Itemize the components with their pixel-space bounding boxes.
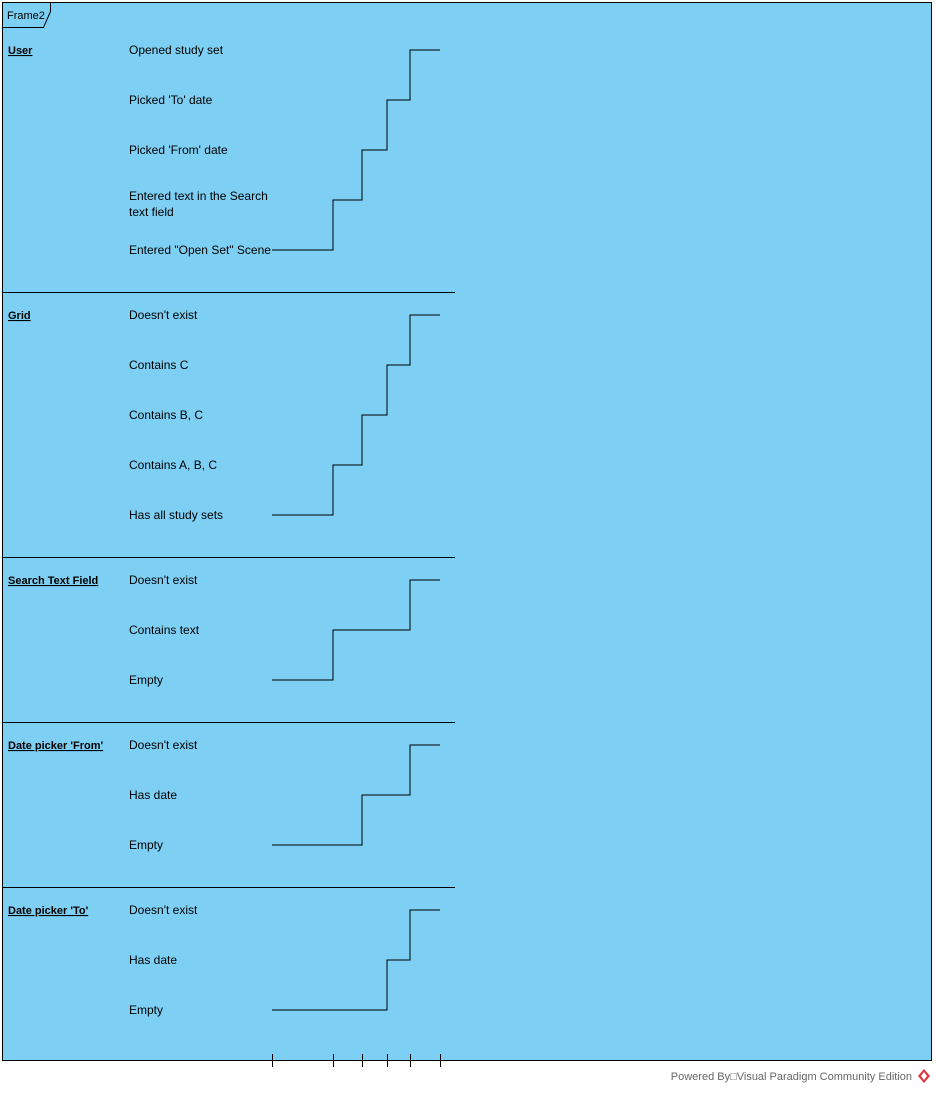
state-label: Picked 'From' date xyxy=(129,143,228,157)
lifeline-name: Date picker 'From' xyxy=(8,740,103,752)
state-label: Has date xyxy=(129,953,177,967)
state-label: Picked 'To' date xyxy=(129,93,213,107)
state-waveform xyxy=(272,744,440,846)
state-label: Contains A, B, C xyxy=(129,458,217,472)
lifeline-name: Grid xyxy=(8,310,31,322)
frame-label-tab xyxy=(2,2,51,28)
state-label: Opened study set xyxy=(129,43,224,57)
state-waveform xyxy=(272,579,440,681)
state-label: Empty xyxy=(129,1003,163,1017)
state-label: Contains text xyxy=(129,623,200,637)
state-waveform xyxy=(272,49,440,251)
state-label: Doesn't exist xyxy=(129,308,198,322)
frame-label: Frame2 xyxy=(7,10,45,22)
state-waveform xyxy=(272,314,440,516)
state-label: Contains B, C xyxy=(129,408,203,422)
state-waveform xyxy=(272,909,440,1011)
frame-background xyxy=(2,2,932,1061)
state-label: Has date xyxy=(129,788,177,802)
state-label: Contains C xyxy=(129,358,189,372)
lifeline-name: Search Text Field xyxy=(8,575,98,587)
lifeline-name: Date picker 'To' xyxy=(8,905,89,917)
state-label: Entered "Open Set" Scene xyxy=(129,243,271,257)
time-axis xyxy=(272,1054,441,1067)
state-label: Empty xyxy=(129,673,163,687)
lifeline-name: User xyxy=(8,45,33,57)
state-label: Doesn't exist xyxy=(129,738,198,752)
state-label: Doesn't exist xyxy=(129,903,198,917)
state-label: Has all study sets xyxy=(129,508,223,522)
state-label: Doesn't exist xyxy=(129,573,198,587)
visual-paradigm-logo-icon xyxy=(918,1069,930,1083)
footer-powered-by: Powered By□Visual Paradigm Community Edi… xyxy=(671,1071,912,1083)
state-label: Empty xyxy=(129,838,163,852)
